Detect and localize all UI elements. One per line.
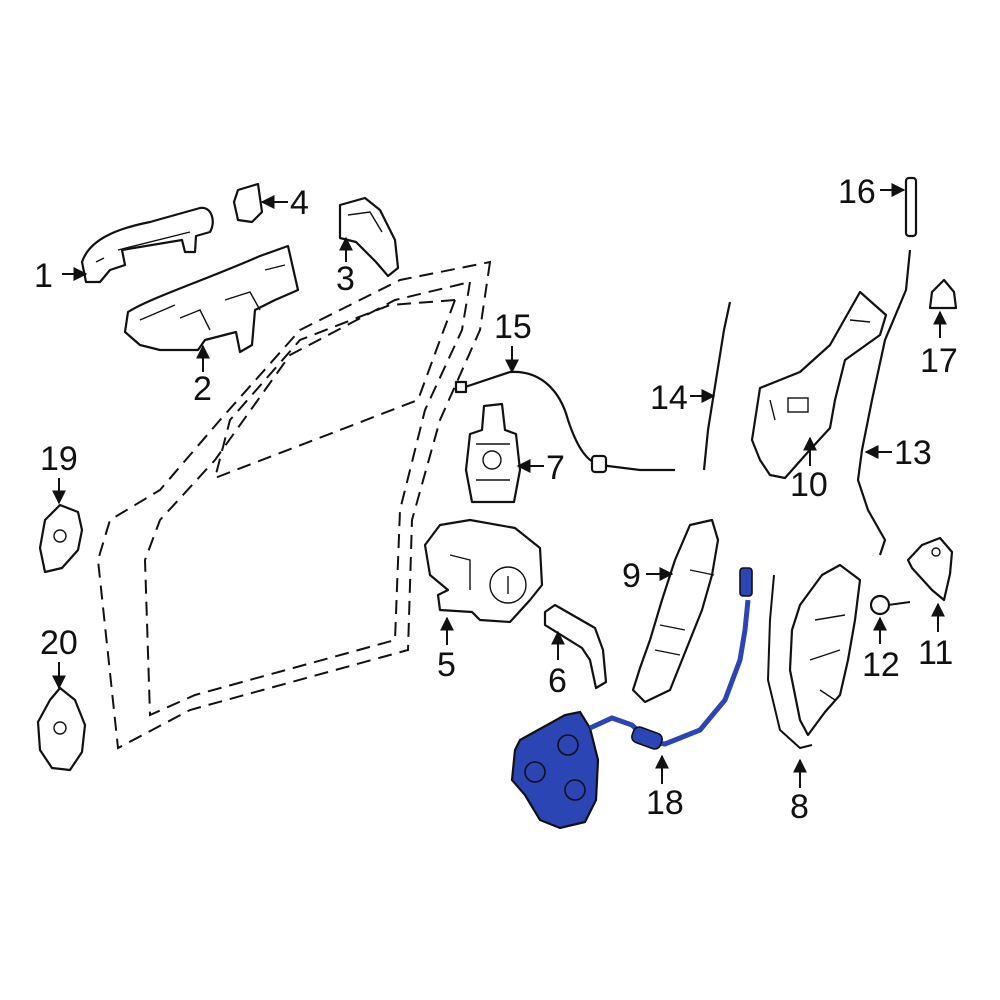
callout-12: 12 (862, 616, 900, 684)
svg-text:19: 19 (40, 440, 78, 478)
part-10-shield (750, 290, 888, 480)
door-outline (96, 260, 492, 750)
part-8-latch (766, 563, 862, 750)
callout-6: 6 (548, 630, 567, 700)
part-16-pin (904, 176, 918, 238)
callout-2: 2 (193, 344, 212, 408)
callout-14: 14 (650, 379, 716, 417)
svg-text:2: 2 (193, 370, 212, 408)
part-2-handle-carrier (123, 244, 300, 354)
svg-text:16: 16 (838, 173, 876, 211)
svg-text:6: 6 (548, 662, 567, 700)
part-13-rod (856, 249, 912, 556)
part-19-hinge (38, 503, 84, 574)
callout-3: 3 (336, 236, 355, 298)
callout-19: 19 (40, 440, 78, 505)
callout-8: 8 (790, 758, 809, 826)
callout-1: 1 (34, 257, 88, 295)
svg-text:20: 20 (40, 624, 78, 662)
callout-7: 7 (516, 449, 565, 487)
callout-10: 10 (790, 436, 828, 504)
callout-5: 5 (437, 616, 456, 684)
svg-text:17: 17 (920, 342, 958, 380)
svg-text:1: 1 (34, 257, 53, 295)
svg-text:4: 4 (290, 184, 309, 222)
svg-text:12: 12 (862, 646, 900, 684)
callout-13: 13 (864, 434, 932, 472)
svg-text:13: 13 (894, 434, 932, 472)
callout-20: 20 (40, 624, 78, 690)
svg-text:10: 10 (790, 466, 828, 504)
svg-text:9: 9 (622, 557, 641, 595)
callout-17: 17 (920, 310, 958, 380)
svg-text:14: 14 (650, 379, 688, 417)
part-14-rod (702, 301, 732, 471)
part-12-screw (869, 594, 911, 616)
part-17-clip (928, 278, 958, 310)
part-18-actuator-highlighted (510, 567, 753, 830)
svg-text:7: 7 (546, 449, 565, 487)
callout-16: 16 (838, 173, 906, 211)
part-20-hinge (36, 686, 87, 772)
svg-text:18: 18 (646, 784, 684, 822)
callout-11: 11 (918, 602, 953, 672)
callout-18: 18 (646, 754, 684, 822)
callout-4: 4 (260, 184, 309, 222)
callout-9: 9 (622, 557, 674, 595)
part-1-outside-handle (80, 206, 214, 284)
part-15-cable (454, 370, 675, 474)
svg-text:8: 8 (790, 788, 809, 826)
part-4-cover (232, 182, 264, 224)
svg-text:5: 5 (437, 646, 456, 684)
svg-text:11: 11 (918, 634, 953, 672)
svg-text:15: 15 (494, 308, 532, 346)
callout-15: 15 (494, 308, 532, 374)
svg-text:3: 3 (336, 260, 355, 298)
part-5-lock-housing (423, 518, 544, 624)
part-7-key-fob (464, 402, 522, 504)
part-11-striker (906, 536, 954, 602)
part-9-inside-handle (631, 518, 720, 704)
